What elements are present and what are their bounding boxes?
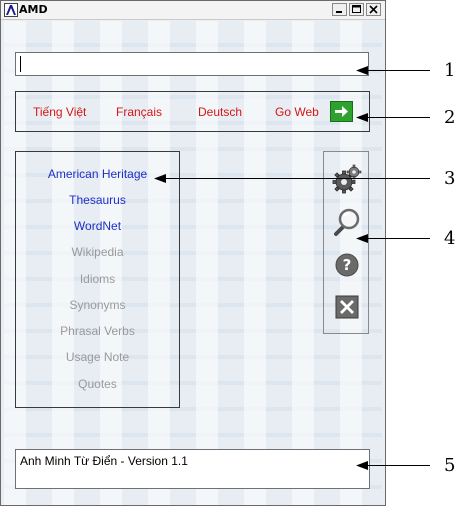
callout-arrowhead-3	[154, 174, 166, 183]
dict-idioms: Idioms	[79, 272, 116, 286]
callout-line-2	[362, 117, 430, 118]
callout-line-4	[362, 238, 430, 239]
dict-phrasal-verbs: Phrasal Verbs	[60, 324, 135, 338]
dict-usage-note: Usage Note	[65, 350, 130, 364]
callout-arrowhead-1	[356, 66, 368, 75]
window-title: AMD	[19, 3, 48, 16]
callout-arrowhead-2	[356, 113, 368, 122]
go-web-button[interactable]	[330, 101, 353, 122]
title-bar[interactable]: AMD	[1, 1, 385, 20]
client-area	[4, 21, 382, 505]
status-box: Anh Minh Từ Điển - Version 1.1	[15, 449, 370, 489]
callout-number-4: 4	[444, 228, 456, 249]
callout-line-1	[362, 70, 430, 71]
callout-number-1: 1	[444, 60, 456, 81]
version-text: Anh Minh Từ Điển - Version 1.1	[20, 454, 188, 468]
close-window-icon	[369, 5, 378, 14]
lang-vietnamese-link[interactable]: Tiếng Việt	[33, 105, 87, 119]
search-input[interactable]	[15, 52, 369, 76]
app-logo-icon	[4, 3, 18, 17]
svg-text:?: ?	[343, 256, 352, 274]
close-icon[interactable]	[332, 292, 362, 322]
dict-wikipedia: Wikipedia	[71, 245, 124, 259]
callout-number-3: 3	[444, 168, 456, 189]
text-caret	[20, 56, 21, 72]
dict-thesaurus[interactable]: Thesaurus	[69, 193, 126, 207]
dict-synonyms: Synonyms	[69, 298, 126, 312]
go-web-link[interactable]: Go Web	[275, 105, 319, 119]
close-window-button[interactable]	[366, 3, 381, 16]
callout-number-5: 5	[444, 455, 456, 476]
dict-wordnet[interactable]: WordNet	[73, 219, 122, 233]
tool-panel: ?	[323, 151, 369, 334]
callout-line-3	[160, 178, 430, 179]
callout-line-5	[362, 465, 430, 466]
magnifier-icon[interactable]	[332, 207, 362, 237]
maximize-button[interactable]	[349, 3, 364, 16]
app-window: AMD	[0, 0, 386, 506]
maximize-icon	[352, 5, 361, 13]
dictionary-list: American Heritage Thesaurus WordNet Wiki…	[15, 151, 180, 408]
lang-german-link[interactable]: Deutsch	[198, 105, 243, 119]
minimize-icon	[336, 11, 342, 13]
dict-american-heritage[interactable]: American Heritage	[47, 167, 148, 181]
arrow-right-icon	[335, 106, 348, 117]
lang-french-link[interactable]: Français	[116, 105, 163, 119]
settings-gears-icon[interactable]	[332, 164, 362, 194]
language-bar: Tiếng Việt Français Deutsch Go Web	[15, 91, 370, 132]
dict-quotes: Quotes	[78, 377, 117, 391]
callout-arrowhead-5	[356, 461, 368, 470]
minimize-button[interactable]	[332, 3, 347, 16]
callout-number-2: 2	[444, 107, 456, 128]
help-icon[interactable]: ?	[332, 250, 362, 280]
callout-arrowhead-4	[356, 234, 368, 243]
